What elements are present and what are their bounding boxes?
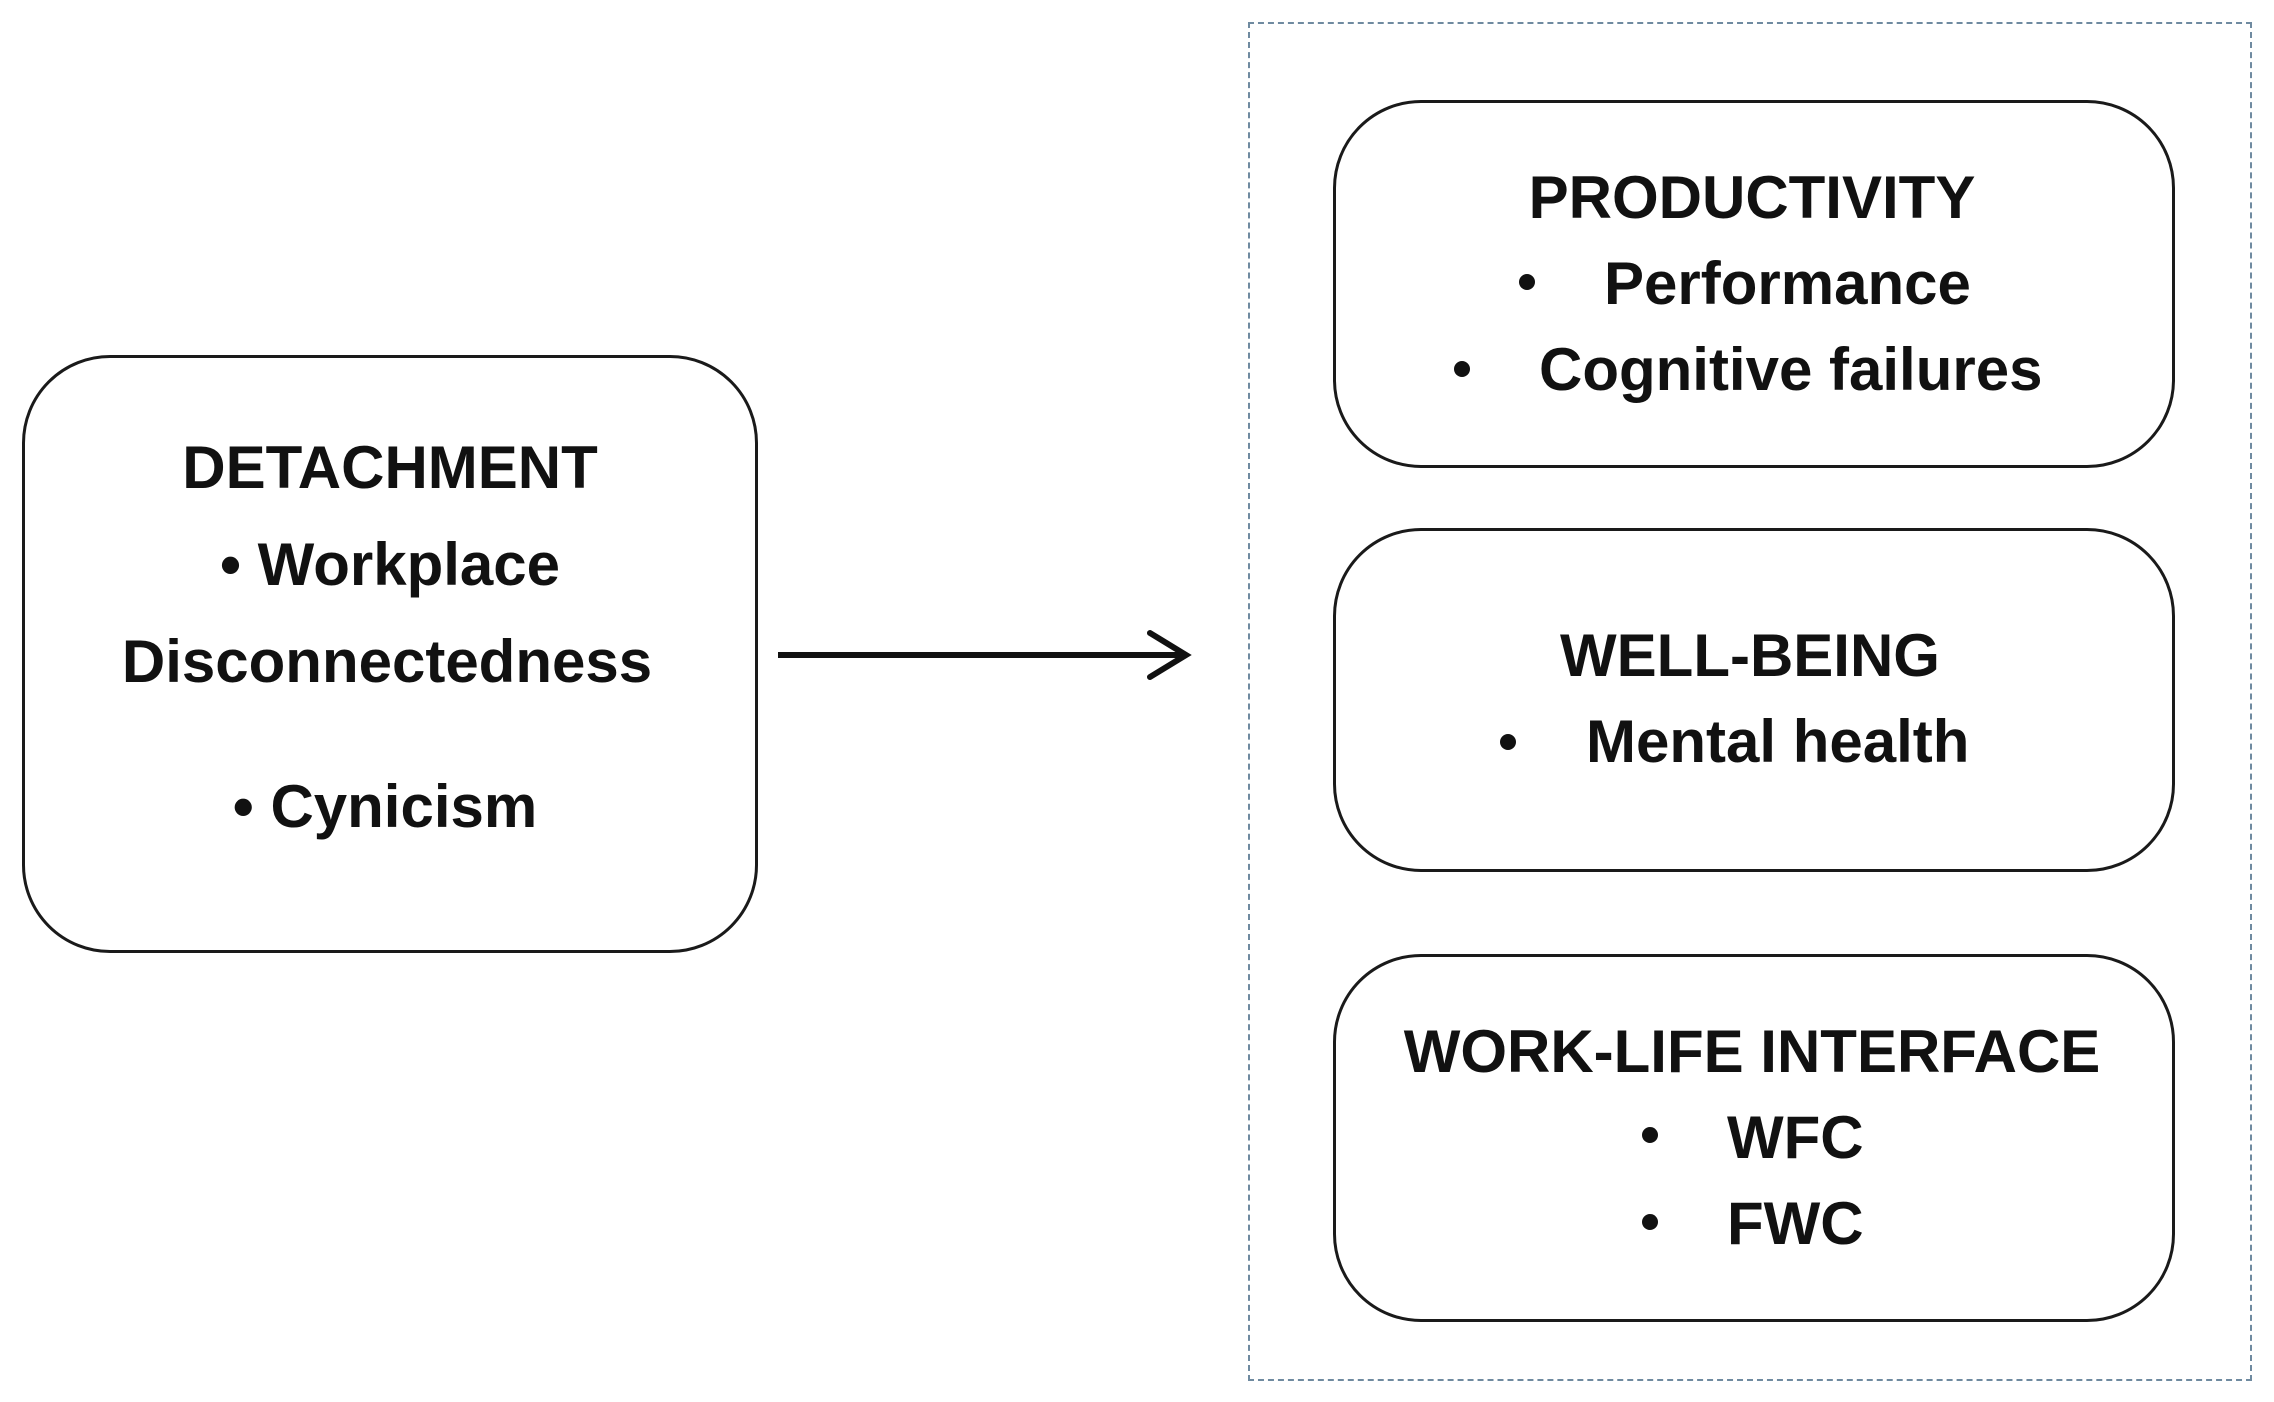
detachment-title: DETACHMENT <box>182 434 598 501</box>
bullet-icon <box>1519 274 1535 290</box>
bullet-icon <box>1500 734 1516 750</box>
bullet-icon <box>1642 1214 1658 1230</box>
detachment-box <box>22 355 758 953</box>
outcomes-group-frame <box>1248 22 2252 1381</box>
well-being-item-mental-health: Mental health <box>1586 708 1970 775</box>
detachment-item-cynicism: • Cynicism <box>232 773 538 840</box>
bullet-icon <box>1642 1127 1658 1143</box>
work-life-item-fwc: FWC <box>1727 1190 1864 1257</box>
productivity-item-performance: Performance <box>1604 250 1971 317</box>
productivity-item-cognitive-failures: Cognitive failures <box>1539 336 2043 403</box>
work-life-interface-title: WORK-LIFE INTERFACE <box>1403 1018 2101 1085</box>
well-being-title: WELL-BEING <box>1560 622 1940 689</box>
arrow-connector <box>778 630 1192 680</box>
work-life-item-wfc: WFC <box>1727 1104 1864 1171</box>
productivity-box <box>1333 100 2175 468</box>
work-life-interface-box <box>1333 954 2175 1322</box>
detachment-item-workplace: • Workplace <box>219 531 561 598</box>
well-being-box <box>1333 528 2175 872</box>
bullet-icon <box>1454 361 1470 377</box>
detachment-item-disconnectedness: Disconnectedness <box>121 628 653 695</box>
productivity-title: PRODUCTIVITY <box>1528 164 1976 231</box>
